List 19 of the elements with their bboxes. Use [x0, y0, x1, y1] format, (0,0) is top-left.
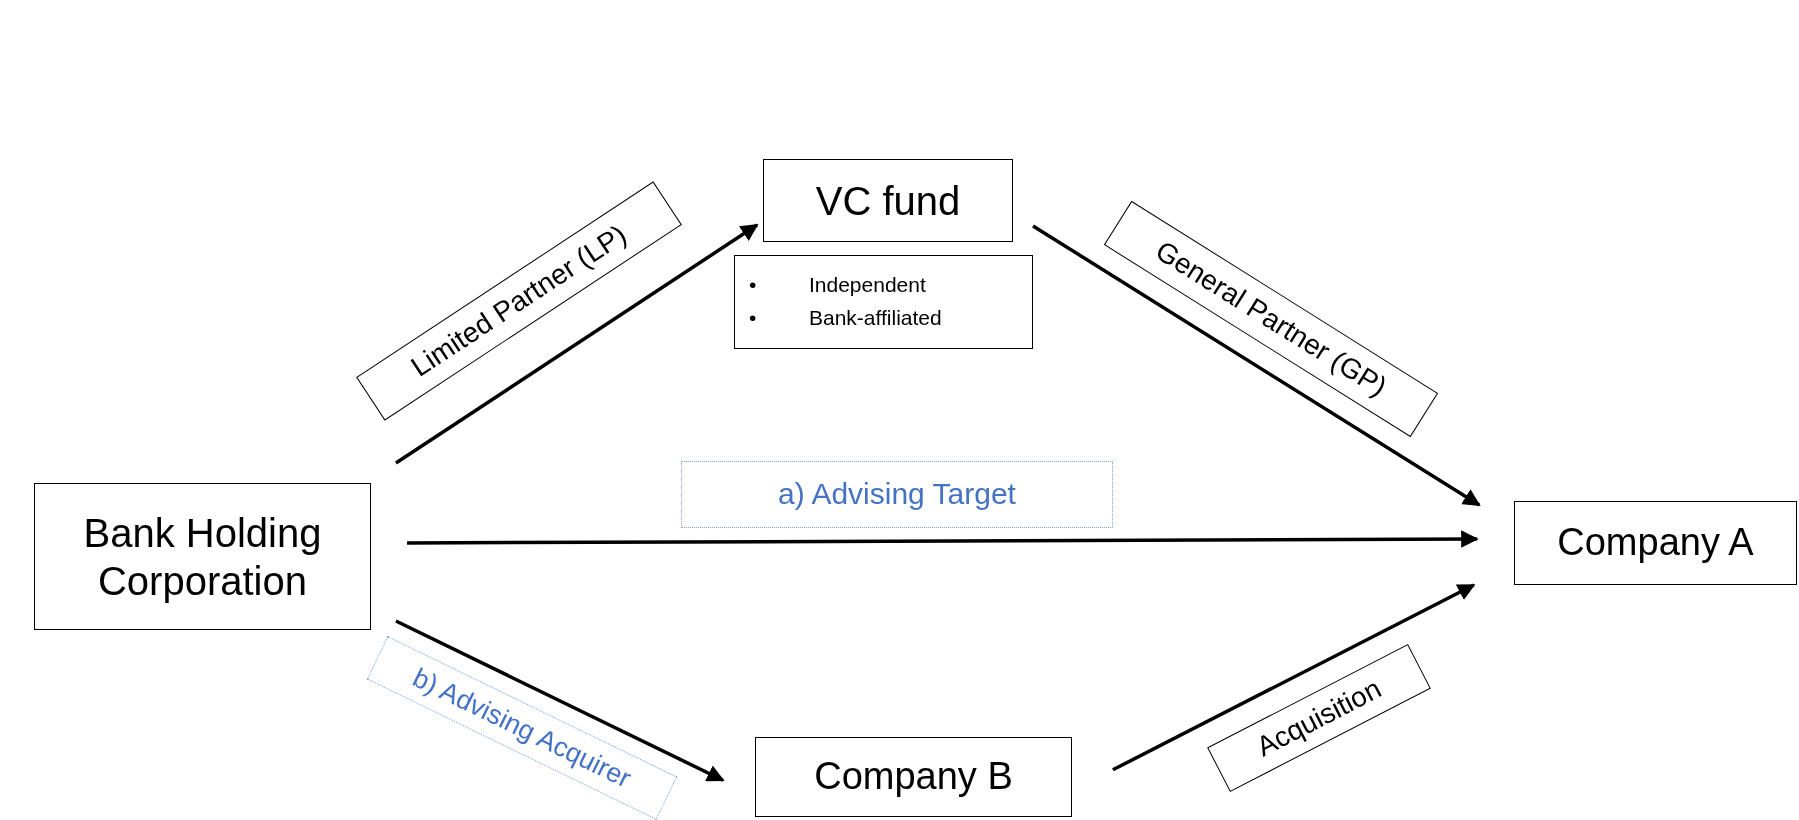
bullet-mark: • [749, 305, 757, 331]
arrow [394, 223, 759, 465]
node-label: Bank Holding Corporation [82, 509, 323, 605]
arrow [1032, 224, 1481, 507]
node-label: VC fund [815, 177, 961, 225]
bullet-item: Independent [809, 272, 926, 299]
bullet-mark: • [749, 272, 757, 299]
arrow [395, 619, 725, 782]
node-label: Company B [814, 754, 1013, 800]
process-box [755, 737, 1072, 817]
bullet-item: Bank-affiliated [809, 305, 942, 331]
process-box [34, 483, 371, 630]
node-label: Company A [1557, 520, 1754, 566]
process-box [763, 159, 1013, 242]
arrow [407, 530, 1479, 548]
edge-label: a) Advising Target [681, 460, 1113, 528]
process-box [1514, 501, 1797, 585]
note-box [734, 255, 1033, 349]
arrow [1112, 583, 1476, 772]
